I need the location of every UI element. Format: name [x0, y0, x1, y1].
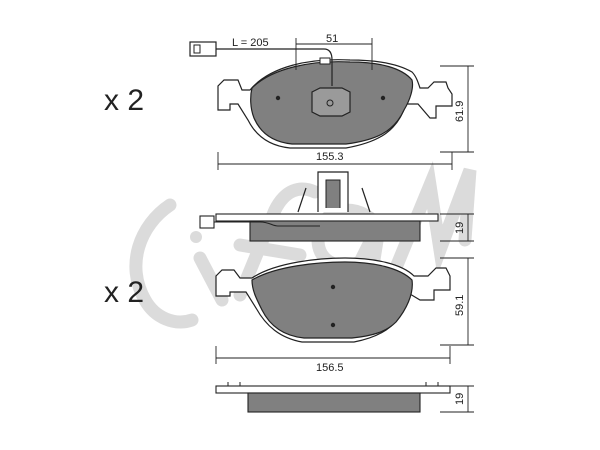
wear-sensor-plug-pin — [193, 44, 201, 54]
bottom-side-friction-block — [247, 392, 421, 413]
top-quantity-label: x 2 — [104, 84, 144, 117]
top-pad-pin-left — [275, 95, 281, 101]
top-pad-thickness-label: 19 — [454, 222, 466, 234]
top-pad-height-label: 61.9 — [454, 101, 466, 122]
top-pad-dimension-lines — [217, 38, 474, 170]
bottom-pad-side-view — [215, 382, 451, 413]
top-brake-pad — [189, 41, 453, 149]
top-sensor-clip — [311, 87, 351, 117]
bottom-pad-width-label: 156.5 — [316, 362, 344, 374]
bottom-pad-pin-top — [330, 284, 336, 290]
top-clip-hole — [326, 99, 334, 107]
sensor-offset-label: 51 — [326, 33, 338, 45]
top-pad-pin-right — [380, 95, 386, 101]
side-sensor-plug — [199, 215, 215, 229]
side-sensor-wire — [214, 221, 320, 227]
bottom-side-backing-plate — [215, 385, 451, 394]
top-side-clip-inner — [325, 179, 341, 208]
bottom-thickness-dimension-lines — [440, 385, 474, 413]
bottom-brake-pad — [215, 257, 451, 343]
wire-clip — [319, 57, 331, 65]
top-side-friction-block — [249, 220, 421, 242]
bottom-quantity-label: x 2 — [104, 276, 144, 309]
wear-sensor-wire — [216, 48, 333, 86]
top-side-backing-plate — [215, 213, 439, 222]
bottom-pad-thickness-label: 19 — [454, 393, 466, 405]
bottom-pad-height-label: 59.1 — [454, 295, 466, 316]
top-pad-side-view — [199, 171, 439, 242]
bottom-friction-material — [251, 261, 413, 339]
top-pad-width-label: 155.3 — [316, 151, 344, 163]
bottom-pad-pin-bottom — [330, 322, 336, 328]
wire-length-label: L = 205 — [232, 37, 269, 49]
top-thickness-dimension-lines — [440, 213, 474, 242]
bottom-pad-dimension-lines — [215, 257, 474, 364]
